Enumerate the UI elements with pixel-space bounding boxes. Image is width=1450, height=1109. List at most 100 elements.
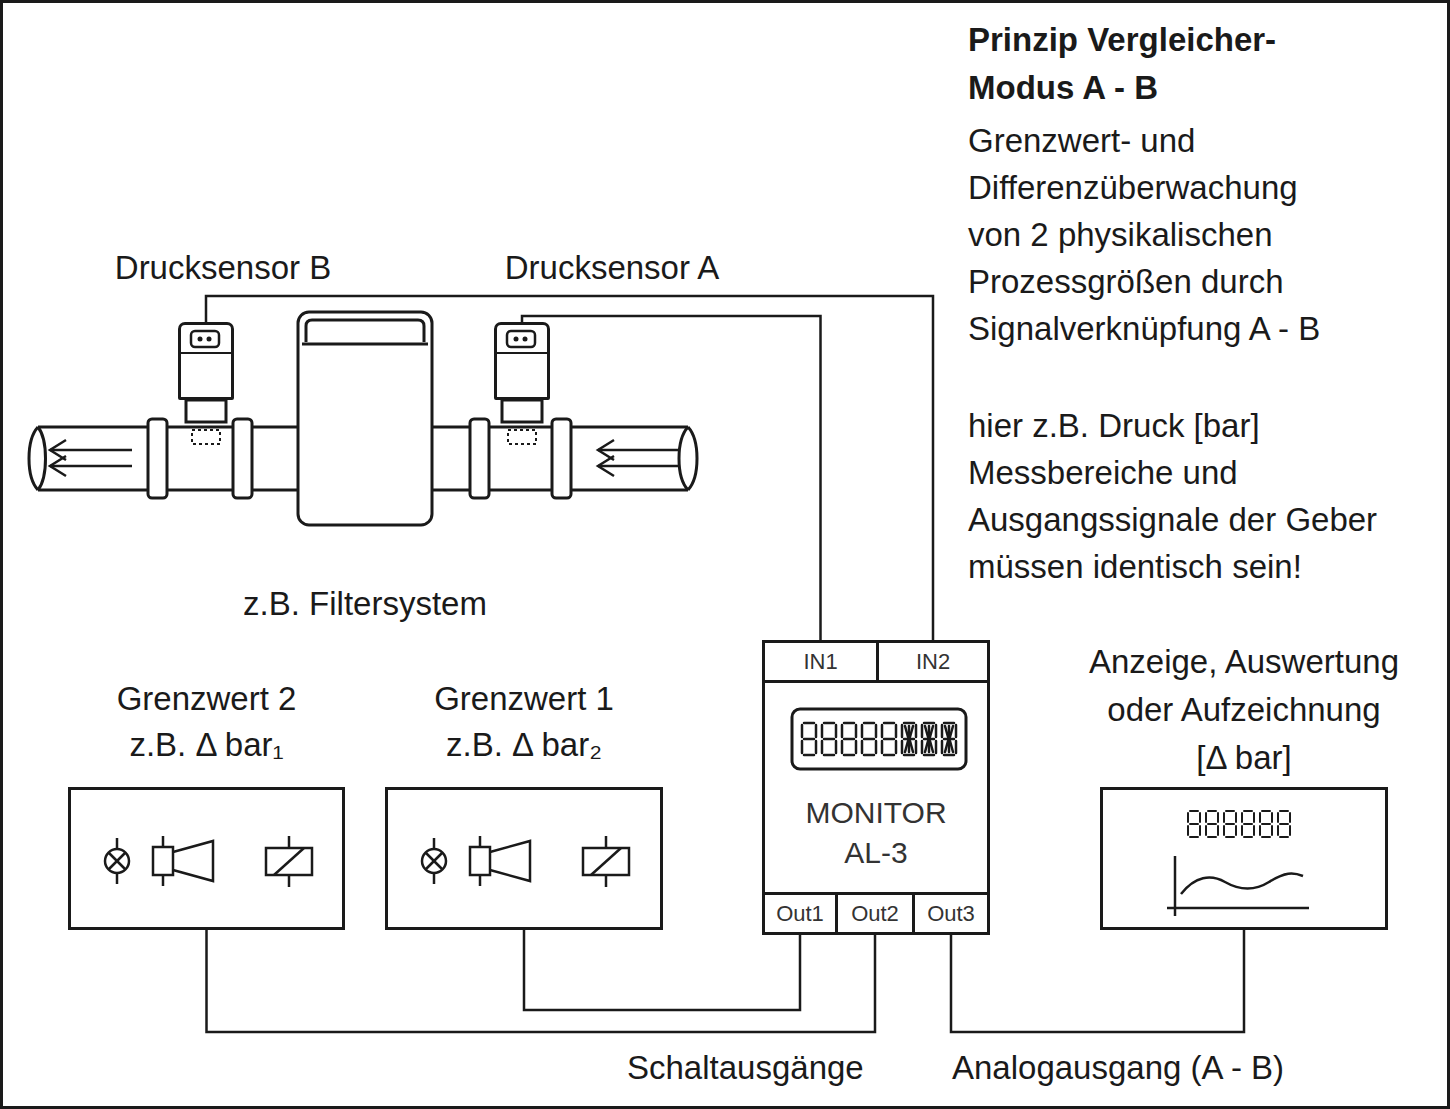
segment <box>1262 836 1270 838</box>
sensor-led <box>514 337 519 342</box>
segment <box>1253 813 1255 822</box>
segment <box>921 741 924 753</box>
output-group-label: Analogausgang (A - B) <box>952 1044 1284 1091</box>
segment <box>924 754 934 757</box>
segment <box>915 741 918 753</box>
segment <box>941 725 944 737</box>
stroke <box>426 853 442 869</box>
stroke <box>433 873 436 884</box>
segment-display <box>790 707 968 771</box>
stroke <box>116 873 119 884</box>
segment <box>1217 826 1219 835</box>
segment <box>1235 813 1237 822</box>
segment <box>944 722 954 725</box>
input-terminal: IN2 <box>876 640 990 683</box>
alarm-symbols <box>388 790 659 927</box>
segment <box>855 741 858 753</box>
segment <box>1226 823 1234 825</box>
segment <box>1217 813 1219 822</box>
segment <box>1205 826 1207 835</box>
segment <box>1289 826 1291 835</box>
segment <box>901 725 904 737</box>
node-title: Grenzwert 2 <box>47 676 367 722</box>
segment <box>875 741 878 753</box>
display-digits <box>802 723 956 755</box>
segment <box>955 741 958 753</box>
segment <box>930 741 933 752</box>
sensor-led <box>198 337 203 342</box>
segment <box>1271 813 1273 822</box>
stroke <box>1181 874 1303 894</box>
pressure-sensor: Drucksensor B <box>178 322 234 400</box>
segment <box>944 754 954 757</box>
node-title: Drucksensor A <box>452 248 772 288</box>
segment <box>1253 826 1255 835</box>
segment <box>821 725 824 737</box>
stroke <box>109 853 125 869</box>
segment <box>861 741 864 753</box>
segment <box>905 741 908 752</box>
segment <box>1280 810 1288 812</box>
segment <box>930 726 933 737</box>
segment <box>904 722 914 725</box>
relay-symbol <box>266 836 312 887</box>
segment <box>901 741 904 753</box>
sensor-seam <box>497 352 547 354</box>
segment <box>1190 823 1198 825</box>
segment <box>928 726 931 752</box>
segment <box>908 726 911 752</box>
output-group-label: Schaltausgänge <box>627 1044 864 1091</box>
horn-symbol <box>153 836 213 886</box>
segment <box>905 726 908 737</box>
requirement-note: hier z.B. Druck [bar] Messbereiche und A… <box>968 402 1438 590</box>
segment <box>1190 810 1198 812</box>
segment <box>864 738 874 741</box>
segment <box>1280 823 1288 825</box>
alarm-device-box: Grenzwert 1z.B. Δ bar₂ <box>385 787 663 930</box>
node-title: Drucksensor B <box>63 248 383 288</box>
segment <box>1280 836 1288 838</box>
terminal-label: Out1 <box>776 901 824 927</box>
segment <box>801 725 804 737</box>
signal-wire <box>522 316 821 640</box>
segment <box>925 741 928 752</box>
stroke <box>479 836 482 847</box>
stroke <box>591 848 621 875</box>
stroke <box>173 841 213 881</box>
segment <box>864 754 874 757</box>
node-heading: Grenzwert 1z.B. Δ bar₂ <box>364 676 684 768</box>
sensor-body <box>181 325 231 397</box>
segment <box>1223 826 1225 835</box>
segment <box>821 741 824 753</box>
sensor-led <box>523 337 528 342</box>
segment <box>910 726 913 737</box>
display-digits <box>1188 811 1290 837</box>
segment <box>935 725 938 737</box>
lamp-symbol <box>105 838 129 884</box>
segment <box>835 741 838 753</box>
alarm-symbols <box>71 790 342 927</box>
segment <box>1208 836 1216 838</box>
stroke <box>605 875 608 887</box>
node-heading: Grenzwert 2z.B. Δ bar₁ <box>47 676 367 768</box>
stroke <box>583 848 629 875</box>
stroke <box>288 875 291 887</box>
stroke <box>109 853 125 869</box>
stroke <box>490 841 530 881</box>
segment <box>1241 813 1243 822</box>
segment <box>844 738 854 741</box>
segment <box>884 738 894 741</box>
segment <box>881 725 884 737</box>
segment <box>881 741 884 753</box>
node-subtitle: [Δ bar] <box>1074 734 1414 782</box>
terminal-label: Out2 <box>851 901 899 927</box>
segment <box>815 741 818 753</box>
filter-housing <box>298 312 432 525</box>
segment <box>904 754 914 757</box>
segment <box>1244 836 1252 838</box>
segment <box>950 726 953 737</box>
node-subtitle: z.B. Δ bar₂ <box>364 722 684 768</box>
segment <box>1241 826 1243 835</box>
signal-wire <box>207 930 876 1032</box>
